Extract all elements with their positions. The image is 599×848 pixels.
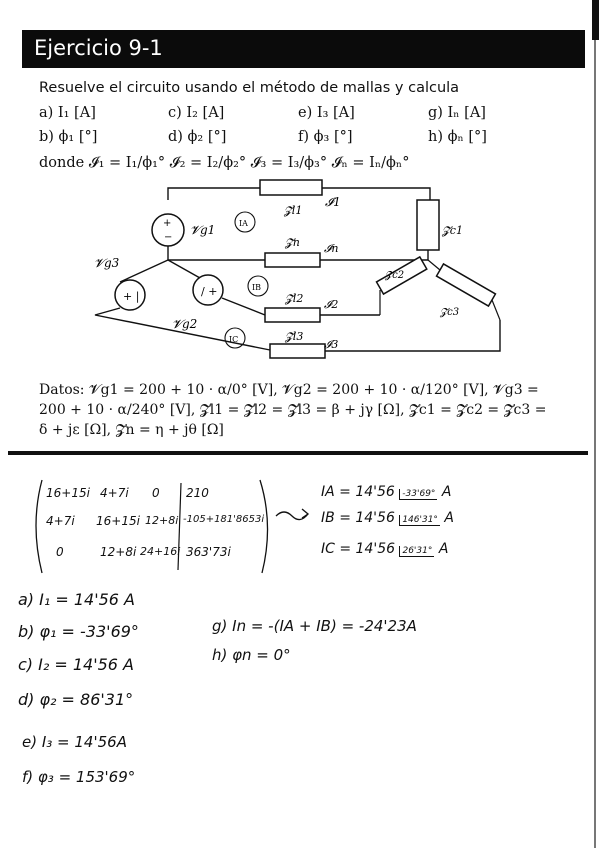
impedance-zl2 [264,307,321,323]
answer-b: b) φ₁ = -33'69° [18,622,139,641]
datos-line-3: δ + jε [Ω], 𝓩n = η + jθ [Ω] [39,422,224,438]
label-vg3: 𝓥g3 [94,256,120,270]
phasor-definitions: donde 𝓘₁ = I₁/ϕ₁° 𝓘₂ = I₂/ϕ₂° 𝓘₃ = I₃/ϕ₃… [39,155,410,171]
answer-e: e) I₃ = 14'56A [22,733,127,751]
impedance-zl1 [259,179,323,196]
label-zc2: 𝓩c2 [384,270,404,281]
matrix-r1c3: 0 [152,486,160,500]
matrix-brackets [35,479,269,574]
matrix-r2c3: 12+8i [145,514,179,527]
matrix-r3c1: 0 [56,545,64,559]
label-zc3: 𝓩c3 [439,307,459,318]
label-in: 𝓘n [324,242,339,255]
exercise-title: Ejercicio 9-1 [34,36,163,60]
impedance-zc3 [435,262,497,308]
label-zl3: 𝓩l3 [284,330,303,343]
impedance-zc2 [375,255,428,296]
label-i3: 𝓘3 [324,338,338,351]
answer-c: c) I₂ = 14'56 A [18,655,134,674]
mesh-result-b: IB = 14'56 146'31° A [321,510,454,526]
question-g: g) Iₙ [A] [428,105,486,121]
answer-h: h) φn = 0° [212,646,291,664]
circuit-diagram: + − + | / + IA IB IC 𝓥g1 𝓥g3 𝓥g2 𝓩l1 𝓘1 𝓩… [94,179,501,359]
matrix-r2c2: 16+15i [96,514,140,528]
mesh-ic-label: IC [229,335,238,344]
label-zl1: 𝓩l1 [283,204,302,217]
label-i1: 𝓘1 [325,195,341,209]
source-vg3 [114,279,146,311]
label-zc1: 𝓩c1 [441,224,463,237]
question-c: c) I₂ [A] [168,105,225,121]
matrix-r2c4: -105+181'8653i [183,514,265,525]
section-divider [8,451,588,455]
matrix-r1c4: 210 [186,486,209,500]
question-f: f) ϕ₃ [°] [298,129,353,145]
label-zl2: 𝓩l2 [284,292,303,305]
mesh-result-c: IC = 14'56 26'31° A [321,541,449,557]
datos-line-2: 200 + 10 · α/240° [V], 𝓩l1 = 𝓩l2 = 𝓩l3 =… [39,402,547,418]
svg-text:−: − [164,232,172,243]
implies-arrow-icon [275,508,310,521]
datos-line-1: Datos: 𝓥g1 = 200 + 10 · α/0° [V], 𝓥g2 = … [39,382,539,398]
matrix-r3c3: 24+16i [140,545,181,558]
question-d: d) ϕ₂ [°] [168,129,227,145]
label-vg1: 𝓥g1 [190,223,215,237]
mesh-result-a: IA = 14'56 -33'69° A [321,484,452,500]
source-vg2 [192,274,224,306]
impedance-zn [264,252,321,268]
label-zn: 𝓩n [284,236,300,249]
question-a: a) I₁ [A] [39,105,96,121]
label-i2: 𝓘2 [324,298,338,311]
impedance-zc1 [416,199,440,251]
question-e: e) I₃ [A] [298,105,355,121]
mesh-ib-label: IB [252,283,261,292]
page-edge [588,0,599,848]
svg-text:+: + [163,218,171,229]
matrix-r1c1: 16+15i [46,486,90,500]
label-vg2: 𝓥g2 [172,317,197,331]
answer-g: g) In = -(IA + IB) = -24'23A [212,617,417,635]
answer-f: f) φ₃ = 153'69° [22,768,136,786]
question-h: h) ϕₙ [°] [428,129,487,145]
svg-text:+ |: + | [123,290,139,304]
impedance-zl3 [269,343,326,359]
answer-d: d) φ₂ = 86'31° [18,690,134,709]
matrix-r3c4: 363'73i [186,545,231,559]
intro-text: Resuelve el circuito usando el método de… [39,80,460,96]
svg-text:/ +: / + [201,285,217,298]
matrix-r1c2: 4+7i [100,486,129,500]
mesh-ia-label: IA [239,219,248,228]
question-b: b) ϕ₁ [°] [39,129,98,145]
matrix-r3c2: 12+8i [100,545,137,559]
exercise-header: Ejercicio 9-1 [22,30,585,68]
matrix-r2c1: 4+7i [46,514,75,528]
answer-a: a) I₁ = 14'56 A [18,590,135,609]
